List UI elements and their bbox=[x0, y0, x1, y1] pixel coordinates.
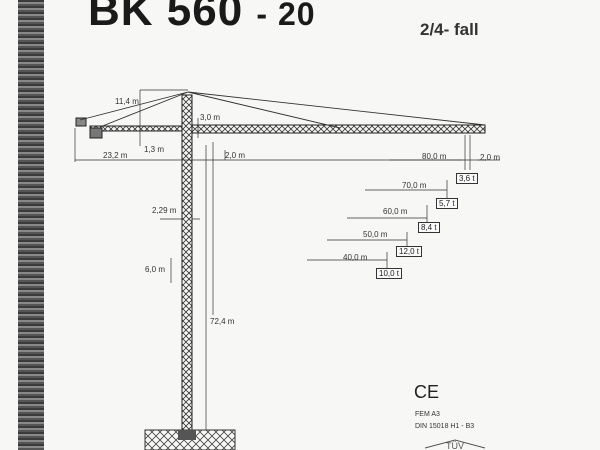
load-value-50: 12,0 t bbox=[396, 246, 423, 257]
jib bbox=[191, 124, 486, 134]
load-value-60: 8,4 t bbox=[418, 222, 440, 233]
tuv-logo: TÜV bbox=[424, 439, 486, 450]
tower-width-label: 2,29 m bbox=[152, 206, 177, 215]
reeving-label: 2/4- fall bbox=[420, 20, 479, 39]
dimension-lines bbox=[74, 89, 500, 430]
load-radius-60: 60,0 m bbox=[383, 207, 408, 216]
load-radius-50: 50,0 m bbox=[363, 230, 388, 239]
scan-binding-edge bbox=[18, 0, 44, 450]
counter-jib-radius-label: 23,2 m bbox=[103, 151, 128, 160]
din-classification: DIN 15018 H1 - B3 bbox=[415, 423, 475, 430]
load-radius-70: 70,0 m bbox=[402, 181, 427, 190]
counter-jib bbox=[75, 117, 183, 139]
load-value-70: 5,7 t bbox=[436, 198, 458, 209]
hook-offset-label: 2,0 m bbox=[225, 151, 246, 160]
tie-bars bbox=[79, 91, 486, 129]
load-value-80: 3,6 t bbox=[456, 173, 478, 184]
trolley-offset-label: 3,0 m bbox=[200, 113, 221, 122]
load-radius-40: 40,0 m bbox=[343, 253, 368, 262]
tip-offset-label: 2,0 m bbox=[480, 153, 501, 162]
section-height-label: 6,0 m bbox=[145, 265, 166, 274]
load-radius-80: 80,0 m bbox=[422, 152, 447, 161]
tower-top-height-label: 11,4 m bbox=[115, 97, 139, 106]
hook-height-label: 72,4 m bbox=[210, 317, 235, 326]
svg-text:TÜV: TÜV bbox=[446, 441, 464, 450]
model-title: BK 560 - 20 bbox=[88, 0, 316, 35]
fem-classification: FEM A3 bbox=[415, 411, 440, 418]
jib-depth-label: 1,3 m bbox=[144, 145, 165, 154]
tower bbox=[181, 94, 193, 431]
ce-mark: CE bbox=[414, 382, 440, 402]
load-value-40: 10,0 t bbox=[376, 268, 403, 279]
